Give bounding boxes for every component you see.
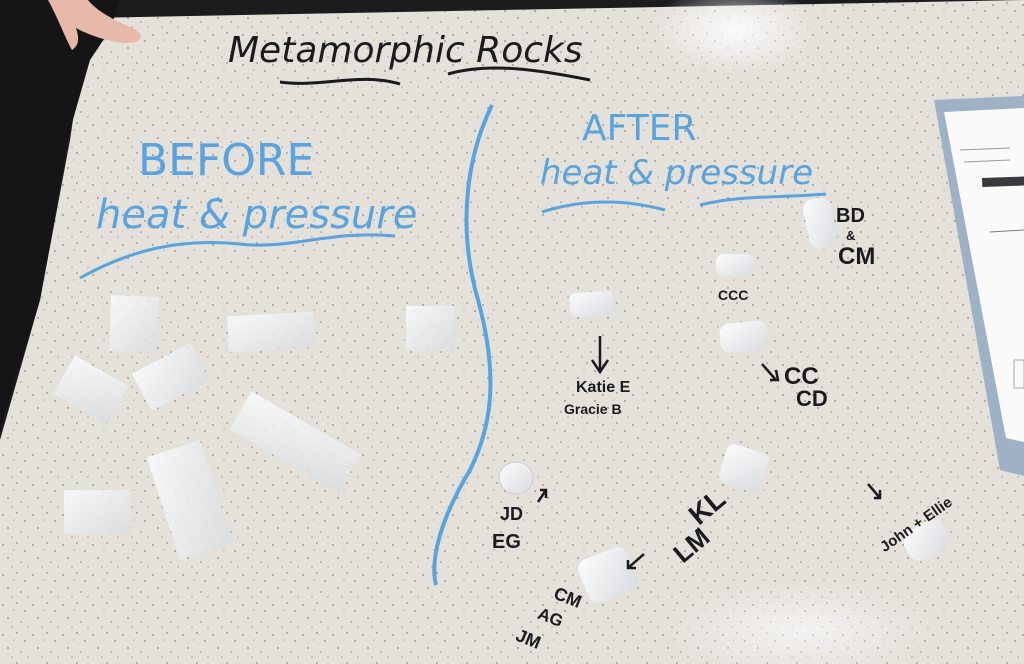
label-katie: Katie E [576,379,631,396]
floor-light-glare [660,580,940,664]
after-subheading: heat & pressure [540,153,813,193]
arrow-pointer [761,363,780,382]
clay-curl [802,197,838,249]
after-clay-pieces [498,197,949,604]
clipboard [934,96,1024,476]
clay-curl [716,254,754,276]
label-jd: JD [500,504,523,524]
clay-curl [719,320,769,354]
label-cd: CD [796,386,828,411]
label-bd: BD [836,205,865,227]
clay-piece [64,490,130,534]
before-subheading: heat & pressure [96,192,417,238]
arrow-pointer [626,553,645,570]
clay-piece [109,295,159,353]
title-underline-left [279,77,401,86]
clay-piece [146,439,234,561]
title-underline-right [447,66,591,82]
clay-curl [578,546,638,604]
clay-curl [498,461,534,495]
divider-line [432,104,494,586]
before-heading: BEFORE [138,135,314,186]
arrow-pointer [867,483,882,500]
label-gracie: Gracie B [564,401,622,417]
board-title: Metamorphic Rocks [228,30,583,71]
clay-curl [718,444,770,492]
after-heading: AFTER [582,108,696,149]
clay-piece [53,355,129,425]
before-wave-underline [79,233,396,280]
arrow-pointer [536,488,548,503]
clay-piece [229,391,361,493]
clay-piece [227,311,315,353]
label-eg: EG [492,531,521,553]
sleeve-shadow [0,0,120,430]
after-wave-underline [541,192,827,214]
label-cc: CC [784,363,819,390]
clay-curl [569,290,615,318]
arrow-down [590,336,610,375]
clay-piece [132,342,210,412]
before-clay-pieces [53,295,454,561]
clay-piece [406,306,454,350]
label-cm: CM [838,243,875,270]
ceiling-light-glare [650,0,820,75]
marker-arrows [536,336,882,570]
label-ccc: CCC [718,287,748,303]
hand [48,0,142,50]
clay-curl [903,519,949,561]
label-amp: & [846,228,855,243]
